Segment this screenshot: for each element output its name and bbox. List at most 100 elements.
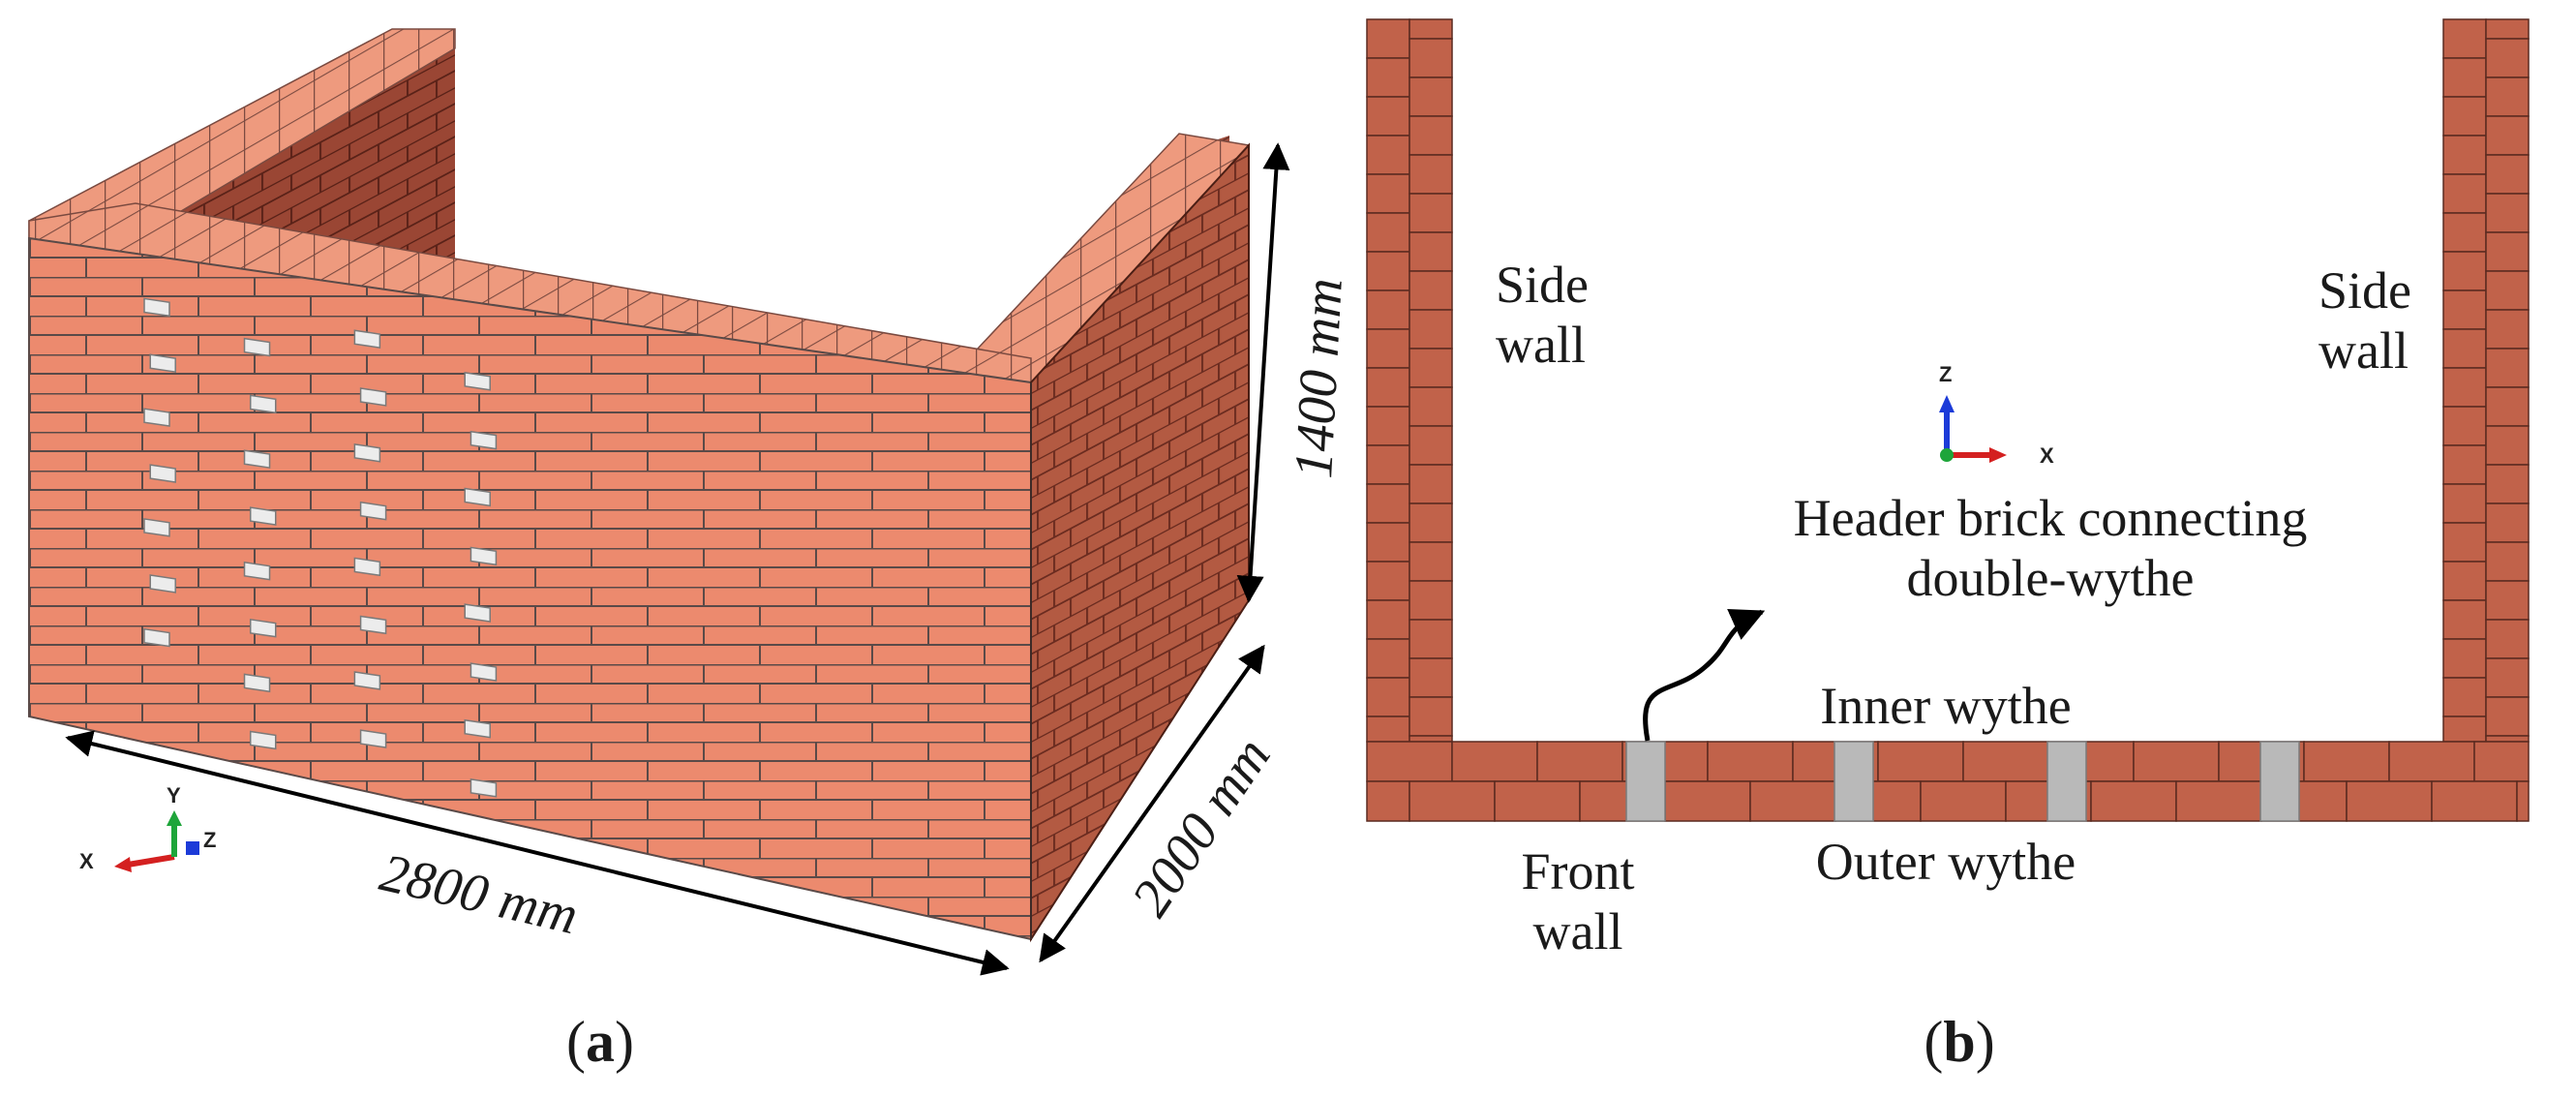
side-wall-right-brick (2485, 735, 2530, 743)
side-wall-right-brick (2485, 231, 2530, 272)
side-wall-left-brick (1366, 522, 1410, 563)
side-wall-left-brick (1366, 173, 1410, 214)
side-wall-right-brick (2442, 251, 2487, 291)
header-brick (359, 387, 387, 407)
side-wall-right-brick (2442, 677, 2487, 717)
side-wall-right-brick (2442, 561, 2487, 601)
side-wall-left-brick (1409, 309, 1453, 350)
header-brick (243, 561, 271, 581)
side-wall-left-brick (1366, 57, 1410, 98)
side-wall-left-brick (1409, 425, 1453, 466)
inner-wythe-brick (2388, 741, 2475, 782)
header-brick (470, 778, 498, 798)
outer-wythe-brick (1920, 780, 2007, 822)
side-wall-left-brick (1366, 289, 1410, 330)
inner-wythe-brick (1536, 741, 1623, 782)
side-wall-right-brick (2442, 57, 2487, 98)
dim-width-arrow (65, 730, 1010, 976)
caption-b: (b) (1924, 1010, 1994, 1074)
dim-height-arrow (1236, 142, 1290, 603)
header-brick (359, 729, 387, 748)
side-wall-right-brick (2485, 425, 2530, 466)
outer-wythe-brick (1409, 780, 1496, 822)
outer-wythe-brick (1366, 780, 1410, 822)
side-wall-right-brick (2442, 522, 2487, 563)
outer-wythe-brick (2090, 780, 2177, 822)
header-brick (353, 329, 381, 349)
header-brick (143, 408, 170, 427)
side-wall-left-brick (1366, 135, 1410, 175)
header-pointer-arrow (1643, 608, 1766, 742)
panel-a-3d-wall: 2800 mm 2000 mm 1400 mm X Y Z (a) (28, 28, 1354, 1074)
side-wall-right-brick (2485, 154, 2530, 195)
side-wall-left-brick (1366, 328, 1410, 369)
axis-triad-b: Z X (1939, 362, 2054, 468)
side-wall-right-brick (2485, 38, 2530, 78)
header-brick-plan (2046, 741, 2087, 822)
side-wall-right-brick (2485, 18, 2530, 40)
outer-wythe-brick (1664, 780, 1751, 822)
side-wall-right-brick (2442, 599, 2487, 640)
side-wall-left-brick (1366, 367, 1410, 408)
side-wall-left-brick (1409, 580, 1453, 621)
outer-wythe-label: Outer wythe (1816, 833, 2076, 891)
header-brick (149, 574, 176, 594)
side-wall-left-brick (1409, 386, 1453, 427)
header-brick-plan (1834, 741, 1874, 822)
inner-wythe-brick (2303, 741, 2390, 782)
side-wall-left-brick (1366, 444, 1410, 485)
side-wall-left-brick (1366, 18, 1410, 59)
axis-b-z: Z (1939, 362, 1952, 386)
axis-b-x: X (2040, 443, 2054, 468)
header-brick (464, 487, 491, 507)
header-brick (464, 372, 491, 391)
side-wall-left-brick (1366, 96, 1410, 137)
inner-wythe-brick (1451, 741, 1538, 782)
side-wall-right-brick (2442, 444, 2487, 485)
header-brick (249, 506, 277, 526)
side-wall-left-brick (1409, 619, 1453, 659)
side-wall-right-brick (2442, 289, 2487, 330)
side-wall-right-brick (2442, 135, 2487, 175)
side-wall-left-brick (1409, 76, 1453, 117)
side-wall-left-brick (1366, 251, 1410, 291)
header-brick (243, 449, 271, 469)
side-wall-right-brick (2485, 348, 2530, 388)
side-wall-right-brick (2485, 193, 2530, 233)
side-wall-left-brick (1409, 38, 1453, 78)
side-wall-right-brick (2485, 464, 2530, 504)
header-brick-plan (2259, 741, 2300, 822)
side-wall-right-brick (2442, 212, 2487, 253)
side-wall-left-brick (1409, 696, 1453, 737)
side-wall-left-brick (1366, 716, 1410, 743)
header-brick (464, 718, 491, 739)
header-brick (359, 615, 387, 635)
inner-wythe-brick (1962, 741, 2049, 782)
side-wall-left-brick (1366, 212, 1410, 253)
header-brick (149, 464, 176, 483)
inner-wythe-brick (2473, 741, 2530, 782)
front-wall-top (28, 202, 1032, 383)
header-brick (470, 546, 498, 566)
side-wall-right-brick (2485, 541, 2530, 582)
side-wall-left-brick (1409, 115, 1453, 156)
header-brick (149, 353, 176, 374)
side-wall-right-brick (2485, 76, 2530, 117)
side-wall-left-brick (1366, 677, 1410, 717)
side-wall-right-brick (2442, 406, 2487, 446)
side-wall-right-brick (2485, 580, 2530, 621)
inner-wythe-brick (1707, 741, 1794, 782)
side-wall-left-brick (1409, 348, 1453, 388)
header-brick-plan (1625, 741, 1666, 822)
side-wall-left-brick (1366, 406, 1410, 446)
side-wall-right-brick (2442, 328, 2487, 369)
side-wall-right-brick (2485, 309, 2530, 350)
caption-a: (a) (566, 1010, 634, 1074)
header-brick (243, 673, 271, 693)
side-wall-right-brick (2442, 483, 2487, 524)
outer-wythe-brick (2346, 780, 2433, 822)
